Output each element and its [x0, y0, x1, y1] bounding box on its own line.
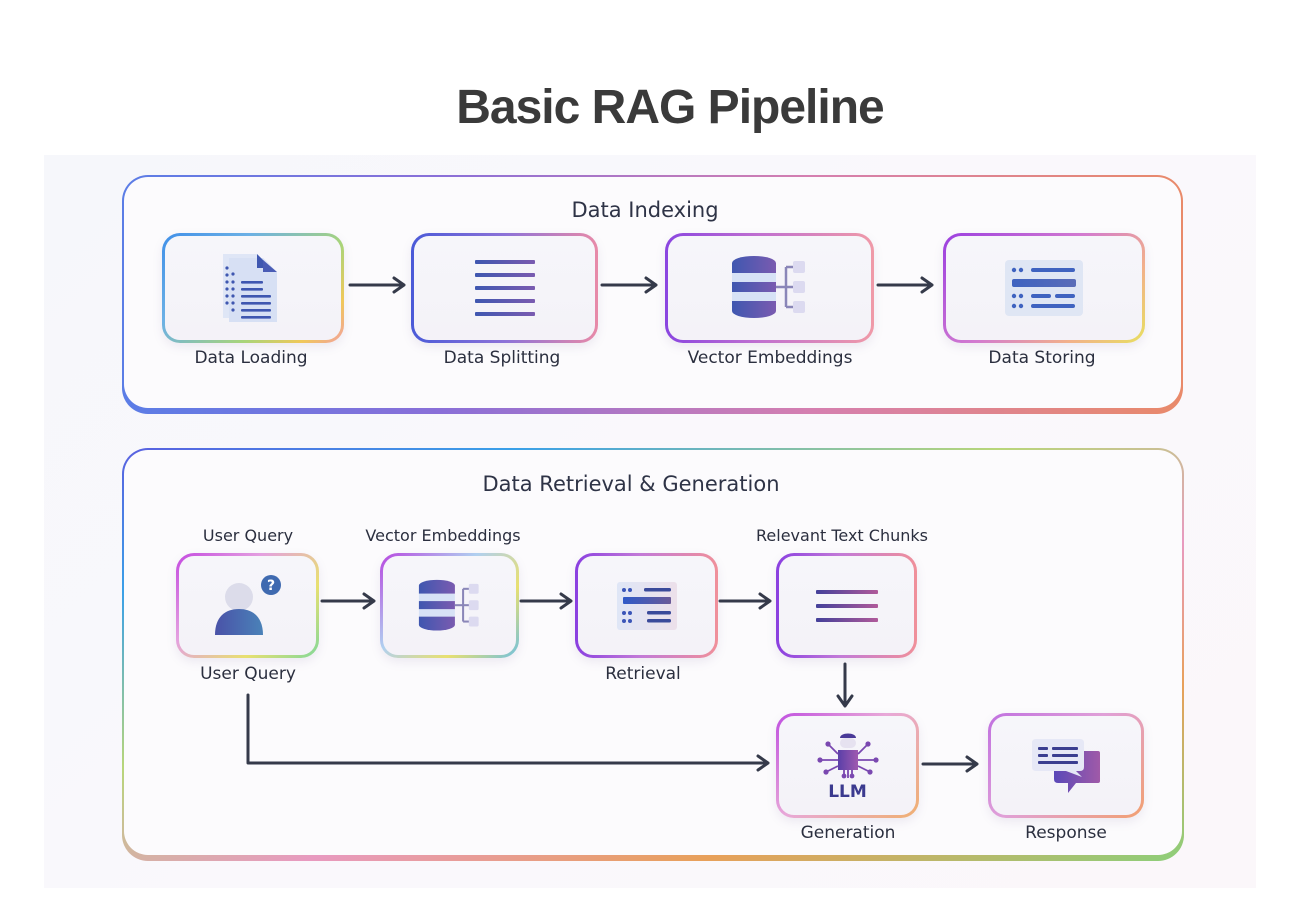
vector-embeddings-top-label: Vector Embeddings [365, 526, 521, 545]
arrow-splitting-to-embeddings [600, 276, 658, 294]
user-query-label: User Query [200, 664, 296, 684]
chat-bubbles-icon [1032, 738, 1100, 793]
retrieval-node[interactable] [575, 553, 718, 658]
data-splitting-node[interactable] [411, 233, 598, 343]
arrow-embeddings-to-retrieval [519, 592, 573, 610]
relevant-text-chunks-node[interactable] [776, 553, 917, 658]
arrow-generation-to-response [921, 755, 979, 773]
database-vector-icon [418, 579, 479, 631]
relevant-text-chunks-label: Relevant Text Chunks [756, 526, 928, 545]
arrow-embeddings-to-storing [876, 276, 934, 294]
data-loading-node[interactable] [162, 233, 344, 343]
vector-embeddings-label: Vector Embeddings [687, 348, 853, 368]
text-lines-icon [474, 260, 535, 316]
arrow-query-to-generation [246, 693, 770, 772]
data-storing-node[interactable] [943, 233, 1145, 343]
arrow-query-to-embeddings [320, 592, 376, 610]
data-splitting-label: Data Splitting [443, 348, 561, 368]
database-vector-icon [731, 256, 805, 318]
documents-icon [223, 254, 277, 322]
vector-embeddings-node[interactable] [665, 233, 874, 343]
user-question-icon: ? [214, 574, 281, 635]
svg-text:?: ? [266, 578, 274, 594]
data-loading-label: Data Loading [194, 348, 308, 368]
retrieval-list-icon [616, 581, 677, 630]
response-node[interactable] [988, 713, 1144, 818]
generation-node[interactable]: LLM [776, 713, 919, 818]
data-storing-label: Data Storing [988, 348, 1096, 368]
response-label: Response [1025, 823, 1107, 843]
arrow-retrieval-to-chunks [718, 592, 772, 610]
data-retrieval-title: Data Retrieval & Generation [482, 472, 780, 496]
llm-chip-icon [816, 733, 879, 778]
storage-list-icon [1005, 260, 1083, 316]
user-query-top-label: User Query [202, 526, 294, 545]
retrieval-label: Retrieval [605, 664, 681, 684]
user-query-node[interactable]: ? [176, 553, 319, 658]
generation-label: Generation [800, 823, 896, 843]
arrow-chunks-to-generation [836, 662, 854, 708]
llm-text: LLM [828, 781, 867, 802]
arrow-loading-to-splitting [348, 276, 406, 294]
page-title: Basic RAG Pipeline [456, 81, 884, 134]
text-chunks-icon [815, 589, 878, 622]
data-indexing-title: Data Indexing [571, 198, 719, 222]
query-vector-embeddings-node[interactable] [380, 553, 519, 658]
